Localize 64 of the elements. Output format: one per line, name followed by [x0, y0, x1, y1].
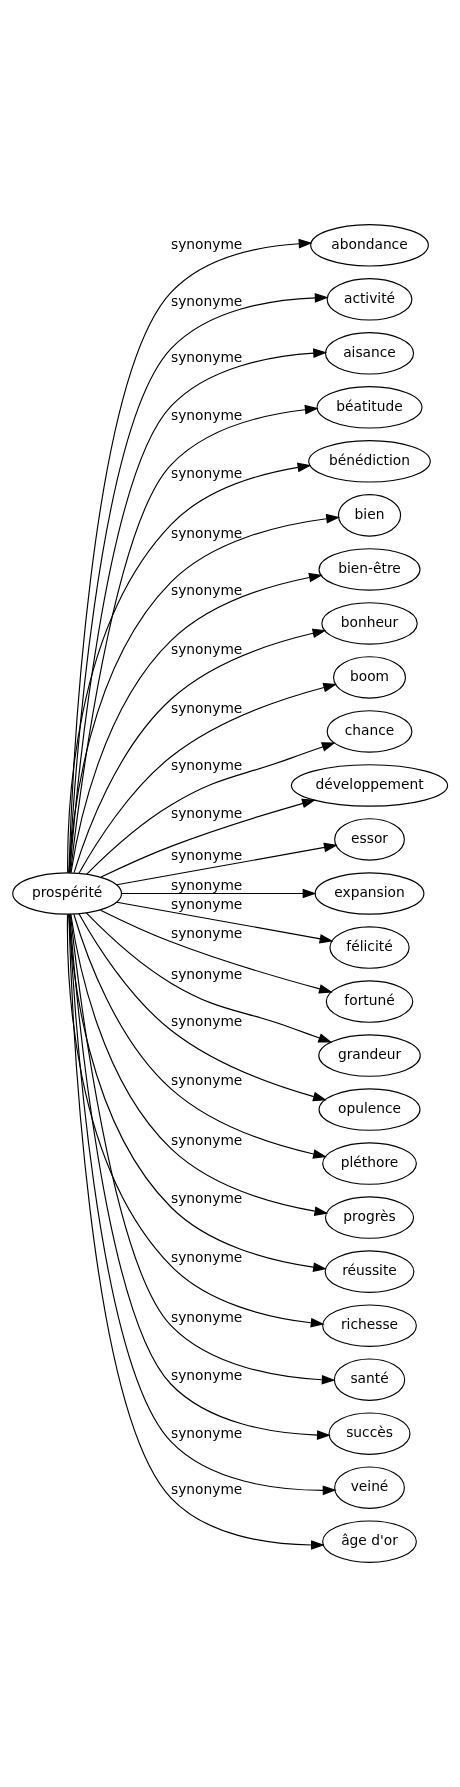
node-ellipse: chance	[326, 710, 413, 753]
edge-label: synonyme	[171, 1424, 243, 1441]
arrow	[70, 913, 329, 1216]
node-ellipse: béatitude	[316, 386, 423, 429]
node-ellipse: expansion	[314, 872, 425, 915]
node-ellipse: bonheur	[321, 602, 418, 645]
edge-label: synonyme	[171, 640, 243, 657]
edge-label: synonyme	[171, 924, 243, 941]
node-ellipse: félicité	[329, 926, 410, 969]
edge-label: synonyme	[171, 1190, 243, 1207]
edge-label: synonyme	[171, 1367, 243, 1384]
node-ellipse: essor	[334, 818, 405, 861]
edge-label: synonyme	[171, 349, 243, 366]
arrow	[73, 628, 327, 874]
edge-label: synonyme	[171, 1481, 243, 1498]
edge-label: synonyme	[171, 896, 243, 913]
node-ellipse: âge d'or	[322, 1520, 417, 1563]
edge-label: synonyme	[171, 876, 243, 893]
arrow	[100, 798, 316, 878]
arrow	[67, 462, 312, 874]
node-ellipse: boom	[333, 656, 407, 699]
arrow	[116, 842, 338, 886]
arrow	[78, 913, 327, 1102]
edge-label: synonyme	[171, 1071, 243, 1088]
edge-label: synonyme	[171, 524, 243, 541]
arrow	[70, 572, 323, 874]
edge-label: synonyme	[171, 406, 243, 423]
node-ellipse: aisance	[324, 332, 415, 375]
node-ellipse: prospérité	[12, 872, 123, 915]
edge-label: synonyme	[171, 236, 243, 253]
arrow	[100, 909, 333, 994]
node-ellipse: succès	[328, 1412, 411, 1455]
edge-label: synonyme	[171, 966, 243, 983]
node-ellipse: réussite	[324, 1250, 415, 1293]
edge-label: synonyme	[171, 805, 243, 822]
edge-label: synonyme	[171, 582, 243, 599]
node-ellipse: fortuné	[325, 980, 414, 1023]
edge-label: synonyme	[171, 1013, 243, 1030]
arrow	[86, 742, 336, 875]
node-ellipse: bien-être	[318, 548, 421, 591]
arrow	[121, 888, 317, 899]
edge-label: synonyme	[171, 1308, 243, 1325]
node-ellipse: santé	[333, 1358, 406, 1401]
edge-label: synonyme	[171, 699, 243, 716]
edge-label: synonyme	[171, 757, 243, 774]
node-ellipse: pléthore	[322, 1142, 417, 1185]
arrow	[85, 912, 333, 1043]
arrow	[78, 682, 338, 874]
arrow	[68, 513, 340, 873]
edge-label: synonyme	[171, 1248, 243, 1265]
node-ellipse: veiné	[334, 1466, 405, 1509]
node-ellipse: activité	[326, 278, 413, 321]
node-ellipse: richesse	[322, 1304, 417, 1347]
edge-label: synonyme	[171, 1131, 243, 1148]
node-ellipse: bénédiction	[308, 440, 431, 483]
node-ellipse: abondance	[310, 224, 429, 267]
arrow	[116, 901, 334, 944]
edge-label: synonyme	[171, 846, 243, 863]
node-ellipse: progrès	[324, 1196, 415, 1239]
edge-label: synonyme	[171, 292, 243, 309]
node-ellipse: opulence	[318, 1088, 421, 1131]
edge-label: synonyme	[171, 465, 243, 482]
node-ellipse: bien	[337, 494, 402, 537]
arrow	[73, 913, 327, 1159]
